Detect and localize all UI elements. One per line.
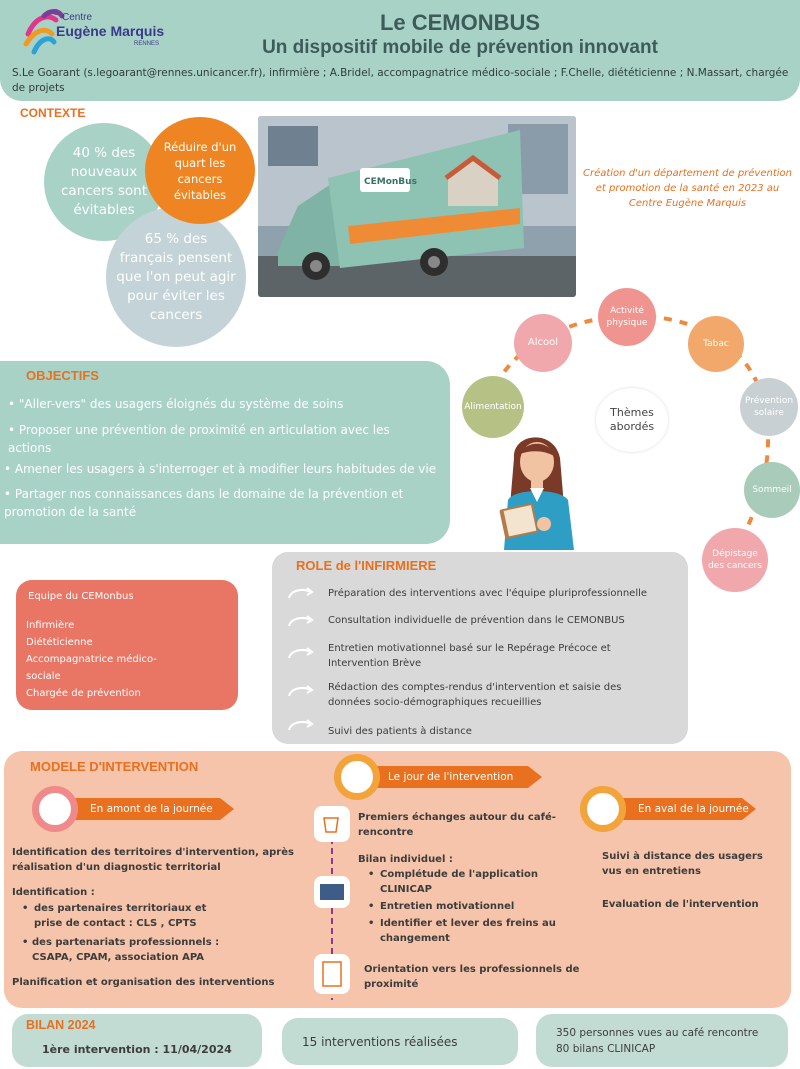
role-item: Suivi des patients à distance (328, 726, 472, 737)
amont-bullet-dot: • (22, 937, 29, 948)
themes-center: Thèmes abordés (596, 388, 668, 452)
jour-timeline (314, 806, 350, 1000)
bus-logo-text: CEMonBus (364, 177, 417, 187)
theme-sommeil: Sommeil (744, 462, 800, 518)
curved-arrow-icon (288, 615, 314, 627)
objectif-item: • Amener les usagers à s'interroger et à… (4, 462, 437, 476)
theme-tabac-label: Tabac (703, 339, 729, 349)
page-subtitle: Un dispositif mobile de prévention innov… (262, 37, 658, 58)
authors-line: S.Le Goarant (s.legoarant@rennes.unicanc… (12, 67, 789, 94)
objectif-item: • Proposer une prévention de proximité e… (8, 423, 390, 455)
amont-banner: En amont de la journée (72, 798, 234, 820)
bilan-interventions: 15 interventions réalisées (302, 1035, 458, 1049)
theme-depistage-label: Dépistage des cancers (708, 549, 762, 571)
cemonbus-photo: CEMonBus (258, 116, 576, 297)
contexte-title: CONTEXTE (20, 106, 86, 120)
theme-alcool: Alcool (514, 314, 572, 372)
curved-arrow-icon (288, 685, 314, 697)
equipe-member: Diététicienne (26, 637, 93, 648)
goal-bubble-reduire: Réduire d'un quart les cancers évitables (145, 117, 255, 224)
bilan-first-intervention: 1ère intervention : 11/04/2024 (42, 1043, 232, 1056)
bilan-persons: 350 personnes vues au café rencontre (556, 1027, 759, 1039)
theme-activite-physique: Activité physique (598, 288, 656, 346)
jour-ring-icon (334, 754, 380, 800)
aval-banner-label: En aval de la journée (638, 803, 749, 815)
jour-bullet-dot: • (368, 901, 375, 912)
theme-alcool-label: Alcool (527, 337, 559, 348)
theme-tabac: Tabac (688, 316, 744, 372)
role-item: Entretien motivationnel basé sur le Repé… (328, 643, 611, 669)
equipe-member: Infirmière (26, 620, 75, 631)
objectifs-title: OBJECTIFS (26, 368, 99, 383)
jour-bullet-dot: • (368, 869, 375, 880)
jour-banner: Le jour de l'intervention (370, 766, 542, 788)
curved-arrow-icon (288, 587, 314, 599)
equipe-panel (16, 580, 238, 710)
amont-bullet-dot: • (22, 903, 29, 914)
stat-bubble-evitables-text: 40 % des nouveaux cancers sont évitables (61, 145, 147, 218)
aval-text-evaluation: Evaluation de l'intervention (602, 899, 759, 910)
bilan-panel-interventions (282, 1018, 518, 1065)
amont-text-identification: Identification : (12, 887, 95, 898)
role-panel (272, 552, 688, 744)
aval-text-suivi: Suivi à distance des usagers vus en entr… (602, 851, 763, 877)
theme-depistage: Dépistage des cancers (702, 528, 768, 592)
jour-text-orientation: Orientation vers les professionnels de p… (364, 964, 580, 990)
nurse-illustration (499, 437, 574, 550)
curved-arrow-icon (288, 647, 314, 659)
logo-text-name: Eugène Marquis (56, 23, 165, 39)
theme-sommeil-label: Sommeil (752, 485, 792, 495)
amont-text-planification: Planification et organisation des interv… (12, 977, 275, 988)
creation-note: Création d'un département de prévention … (582, 168, 792, 209)
stat-bubble-francais-text: 65 % des français pensent que l'on peut … (116, 230, 236, 323)
bilan-title: BILAN 2024 (26, 1018, 96, 1032)
jour-text-cafe: Premiers échanges autour du café-rencont… (358, 812, 556, 838)
role-item: Rédaction des comptes-rendus d'intervent… (328, 682, 622, 708)
role-item: Consultation individuelle de prévention … (328, 615, 625, 626)
objectif-item: • Partager nos connaissances dans le dom… (4, 487, 404, 519)
theme-prevention-label: Prévention solaire (744, 396, 794, 418)
theme-alimentation: Alimentation (462, 376, 524, 438)
header-banner (0, 0, 800, 101)
jour-bullet-entretien: Entretien motivationnel (380, 901, 515, 912)
modele-title: MODELE D'INTERVENTION (30, 759, 199, 774)
jour-bullet-dot: • (368, 918, 375, 929)
amont-ring-icon (32, 786, 78, 832)
amont-text-territoires: Identification des territoires d'interve… (12, 847, 294, 873)
bilan-clinicap: 80 bilans CLINICAP (556, 1043, 656, 1055)
amont-banner-label: En amont de la journée (90, 803, 213, 815)
equipe-title: Equipe du CEMonbus (28, 591, 134, 602)
objectif-item: • "Aller-vers" des usagers éloignés du s… (8, 397, 344, 411)
equipe-member: Accompagnatrice médico-sociale (26, 654, 157, 682)
equipe-member: Chargée de prévention (26, 688, 141, 699)
theme-prevention-solaire: Prévention solaire (740, 378, 798, 436)
jour-bullet-freins: Identifier et lever des freins au change… (380, 918, 556, 944)
jour-bullet-clinicap: Complétude de l'application CLINICAP (380, 869, 539, 895)
stat-bubble-francais: 65 % des français pensent que l'on peut … (106, 207, 246, 347)
role-title: ROLE de l'INFIRMIERE (296, 558, 437, 573)
goal-bubble-reduire-text: Réduire d'un quart les cancers évitables (163, 139, 237, 202)
aval-ring-icon (580, 786, 626, 832)
objectifs-panel (0, 361, 450, 544)
theme-alimentation-label: Alimentation (464, 402, 522, 412)
amont-bullet-partenaires: des partenaires territoriaux et prise de… (34, 903, 207, 929)
logo-text-city: RENNES (134, 41, 160, 47)
theme-activite-label: Activité physique (606, 306, 648, 328)
bilan-panel-first (12, 1014, 262, 1067)
jour-banner-label: Le jour de l'intervention (388, 771, 514, 783)
jour-text-bilan: Bilan individuel : (358, 854, 453, 865)
bilan-panel-persons (536, 1014, 788, 1067)
page-title: Le CEMONBUS (379, 10, 541, 35)
aval-banner: En aval de la journée (620, 798, 756, 820)
role-item: Préparation des interventions avec l'équ… (328, 588, 648, 599)
centre-eugene-marquis-logo (23, 9, 65, 55)
modele-panel (4, 751, 791, 1008)
themes-center-label: Thèmes abordés (609, 406, 655, 433)
logo-text-centre: Centre (62, 12, 93, 23)
equipe-list: Infirmière Diététicienne Accompagnatrice… (26, 617, 186, 702)
curved-arrow-icon (288, 719, 314, 731)
amont-bullet-partenariats: des partenariats professionnels : CSAPA,… (32, 937, 220, 963)
